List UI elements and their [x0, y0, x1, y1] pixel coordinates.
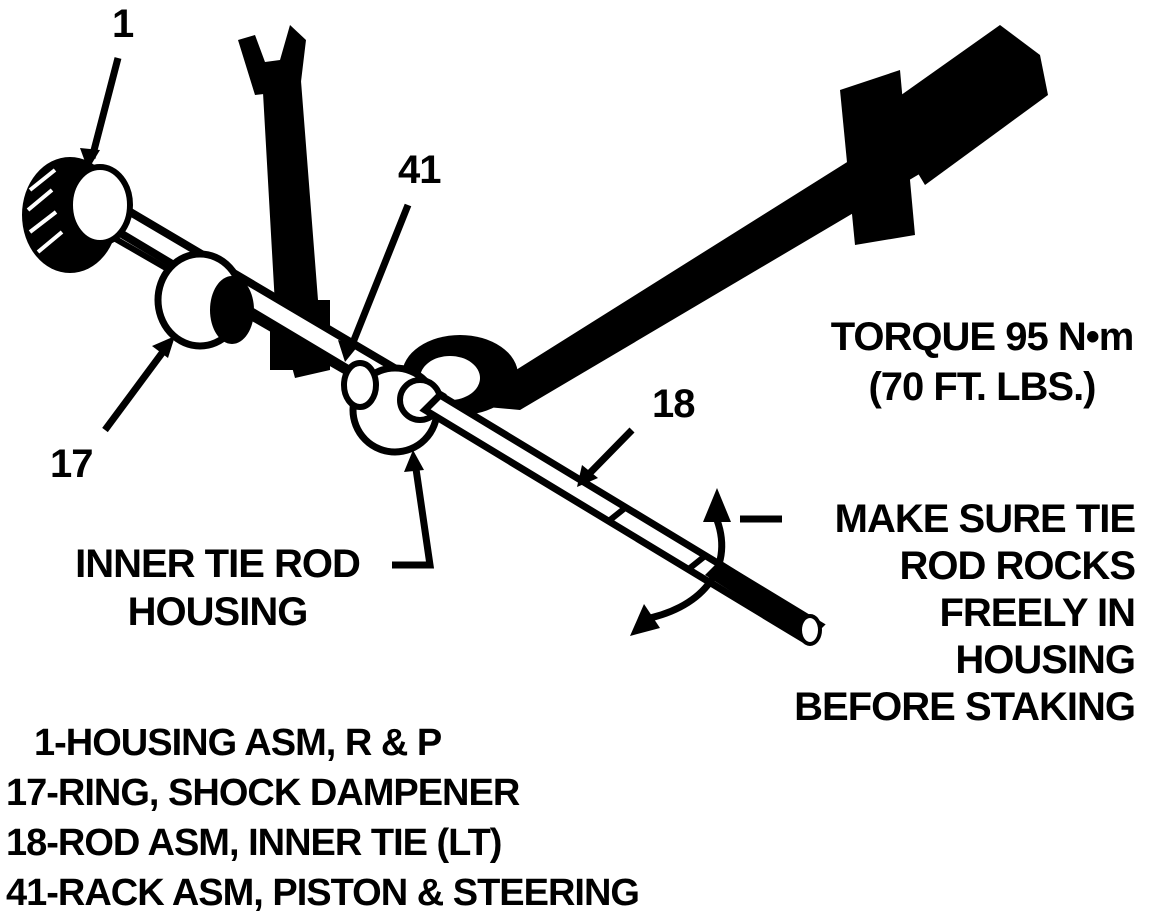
leader-41: [346, 203, 412, 352]
housing-label: INNER TIE ROD HOUSING: [50, 540, 385, 636]
inner-tie-rod: [419, 390, 826, 646]
leader-1: [88, 57, 122, 159]
note-line2: ROD ROCKS: [899, 544, 1136, 588]
torque-line1: TORQUE 95 N•m: [830, 315, 1135, 359]
note-line3: FREELY IN: [939, 591, 1136, 635]
note-line5: BEFORE STAKING: [794, 685, 1136, 729]
housing-label-line1: INNER TIE ROD: [75, 542, 361, 586]
leader-18: [582, 427, 635, 481]
torque-line2: (70 FT. LBS.): [868, 365, 1096, 409]
parts-legend: 1-HOUSING ASM, R & P 17-RING, SHOCK DAMP…: [6, 718, 640, 918]
housing-label-line2: HOUSING: [127, 590, 309, 634]
leader-housing: [392, 461, 435, 569]
callout-1: 1: [112, 2, 134, 46]
legend-item-18: 18-ROD ASM, INNER TIE (LT): [6, 822, 502, 864]
torque-wrench: [402, 25, 1048, 415]
leader-17: [102, 342, 171, 433]
callout-18: 18: [652, 382, 695, 426]
legend-item-1: 1-HOUSING ASM, R & P: [34, 722, 442, 764]
staking-note: MAKE SURE TIE ROD ROCKS FREELY IN HOUSIN…: [740, 496, 1136, 731]
housing-assembly: [22, 157, 133, 273]
callout-41: 41: [398, 148, 441, 192]
leader-lines: [80, 57, 782, 569]
note-line1: MAKE SURE TIE: [834, 497, 1136, 541]
note-line4: HOUSING: [955, 638, 1136, 682]
inner-tie-rod-housing: [341, 360, 443, 456]
legend-item-17: 17-RING, SHOCK DAMPENER: [6, 772, 520, 814]
rocking-arrow: [630, 488, 731, 636]
torque-spec: TORQUE 95 N•m (70 FT. LBS.): [808, 312, 1156, 412]
callout-17: 17: [50, 442, 93, 486]
shock-dampener-ring: [154, 250, 254, 350]
legend-item-41: 41-RACK ASM, PISTON & STEERING: [6, 872, 640, 914]
